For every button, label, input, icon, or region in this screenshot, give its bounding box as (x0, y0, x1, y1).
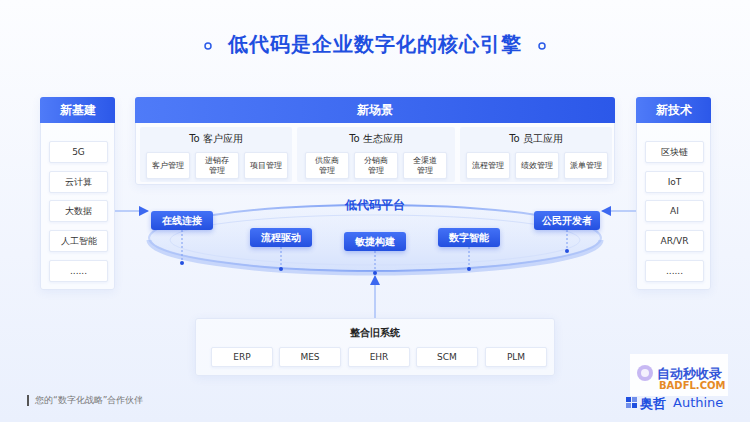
item-label: 流程管理 (472, 161, 504, 171)
item-label: 进销存 管理 (200, 156, 234, 175)
logo-text: Authine (673, 395, 723, 410)
item-box: 云计算 (49, 171, 108, 193)
capability-pill: 敏捷构建 (344, 232, 406, 251)
watermark-icon (637, 365, 653, 381)
item-box: 人工智能 (49, 230, 108, 252)
item-label: 分销商 管理 (359, 156, 393, 175)
group-box: To 生态应用供应商 管理分销商 管理全渠道 管理 (297, 127, 455, 182)
group-box: To 员工应用流程管理 绩效管理 派单管理 (460, 127, 612, 182)
item-box: 区块链 (645, 141, 704, 163)
item-label: IoT (668, 177, 682, 188)
item-label: 区块链 (661, 147, 688, 158)
pill-label: 数字智能 (449, 231, 489, 245)
item-label: 绩效管理 (521, 161, 553, 171)
capability-pill: 在线连接 (151, 211, 213, 230)
item-label: 5G (72, 147, 85, 158)
item-label: MES (300, 352, 319, 363)
item-box: 派单管理 (564, 152, 608, 179)
item-box: 进销存 管理 (195, 152, 239, 179)
platform-ellipse: 低代码平台在线连接流程驱动敏捷构建数字智能公民开发者 (148, 192, 602, 282)
logo-icon (626, 397, 637, 408)
slide-title: 低代码是企业数字化的核心引擎 (0, 31, 750, 58)
item-box: 全渠道 管理 (403, 152, 447, 179)
item-box: 5G (49, 141, 108, 163)
item-box: 大数据 (49, 200, 108, 222)
item-label: 云计算 (65, 177, 92, 188)
pill-label: 在线连接 (162, 214, 202, 228)
title-dot (205, 43, 211, 49)
pill-label: 敏捷构建 (355, 235, 395, 249)
panel-heading: 新场景 (135, 97, 615, 123)
item-label: ERP (233, 352, 250, 363)
item-label: 派单管理 (570, 161, 602, 171)
item-label: SCM (437, 352, 457, 363)
group-heading: To 员工应用 (460, 132, 612, 146)
logo-text: 奥哲 (640, 395, 666, 413)
category-panel: 新场景 To 客户应用客户管理 进销存 管理 项目管理 To 生态应用供应商 管理分销商… (135, 97, 615, 185)
item-box: ...... (645, 260, 704, 282)
item-box: 客户管理 (146, 152, 190, 179)
panel-heading: 新基建 (40, 97, 115, 123)
item-box: PLM (485, 347, 547, 367)
item-box: ERP (211, 347, 273, 367)
item-box: 供应商 管理 (305, 152, 349, 179)
item-label: AR/VR (661, 236, 689, 247)
item-label: 全渠道 管理 (408, 156, 442, 175)
capability-pill: 数字智能 (438, 228, 500, 247)
item-box: EHR (348, 347, 410, 367)
item-label: ...... (666, 266, 683, 277)
item-box: AI (645, 200, 704, 222)
item-label: ...... (70, 266, 87, 277)
item-label: 项目管理 (250, 161, 282, 171)
flow-arrow (602, 210, 636, 212)
group-heading: To 生态应用 (297, 132, 455, 146)
flow-arrow (115, 210, 148, 212)
item-box: MES (279, 347, 341, 367)
footer-slogan: 您的“数字化战略”合作伙伴 (35, 394, 143, 407)
legacy-panel: 整合旧系统 ERP MES EHR SCM PLM (195, 318, 555, 376)
item-box: 绩效管理 (515, 152, 559, 179)
item-label: PLM (507, 352, 525, 363)
watermark-bg (630, 354, 728, 396)
footer-bar (27, 395, 29, 406)
item-box: ...... (49, 260, 108, 282)
flow-arrow (374, 276, 376, 318)
category-panel: 新技术区块链 IoT AI AR/VR...... (636, 97, 711, 290)
item-label: 客户管理 (152, 161, 184, 171)
item-box: 项目管理 (244, 152, 288, 179)
watermark-url: BADFL.COM (659, 380, 725, 391)
pill-label: 公民开发者 (542, 214, 592, 228)
item-box: 分销商 管理 (354, 152, 398, 179)
item-box: 流程管理 (466, 152, 510, 179)
group-box: To 客户应用客户管理 进销存 管理 项目管理 (140, 127, 292, 182)
item-box: SCM (416, 347, 478, 367)
panel-heading: 整合旧系统 (196, 326, 554, 340)
item-label: EHR (370, 352, 389, 363)
group-heading: To 客户应用 (140, 132, 292, 146)
capability-pill: 流程驱动 (250, 228, 312, 247)
item-box: IoT (645, 171, 704, 193)
item-label: 人工智能 (61, 236, 97, 247)
item-box: AR/VR (645, 230, 704, 252)
item-label: AI (670, 206, 679, 217)
capability-pill: 公民开发者 (534, 211, 600, 230)
title-dot (539, 43, 545, 49)
panel-heading: 新技术 (636, 97, 711, 123)
item-label: 供应商 管理 (310, 156, 344, 175)
pill-label: 流程驱动 (261, 231, 301, 245)
category-panel: 新基建 5G 云计算大数据人工智能...... (40, 97, 115, 290)
item-label: 大数据 (65, 206, 92, 217)
